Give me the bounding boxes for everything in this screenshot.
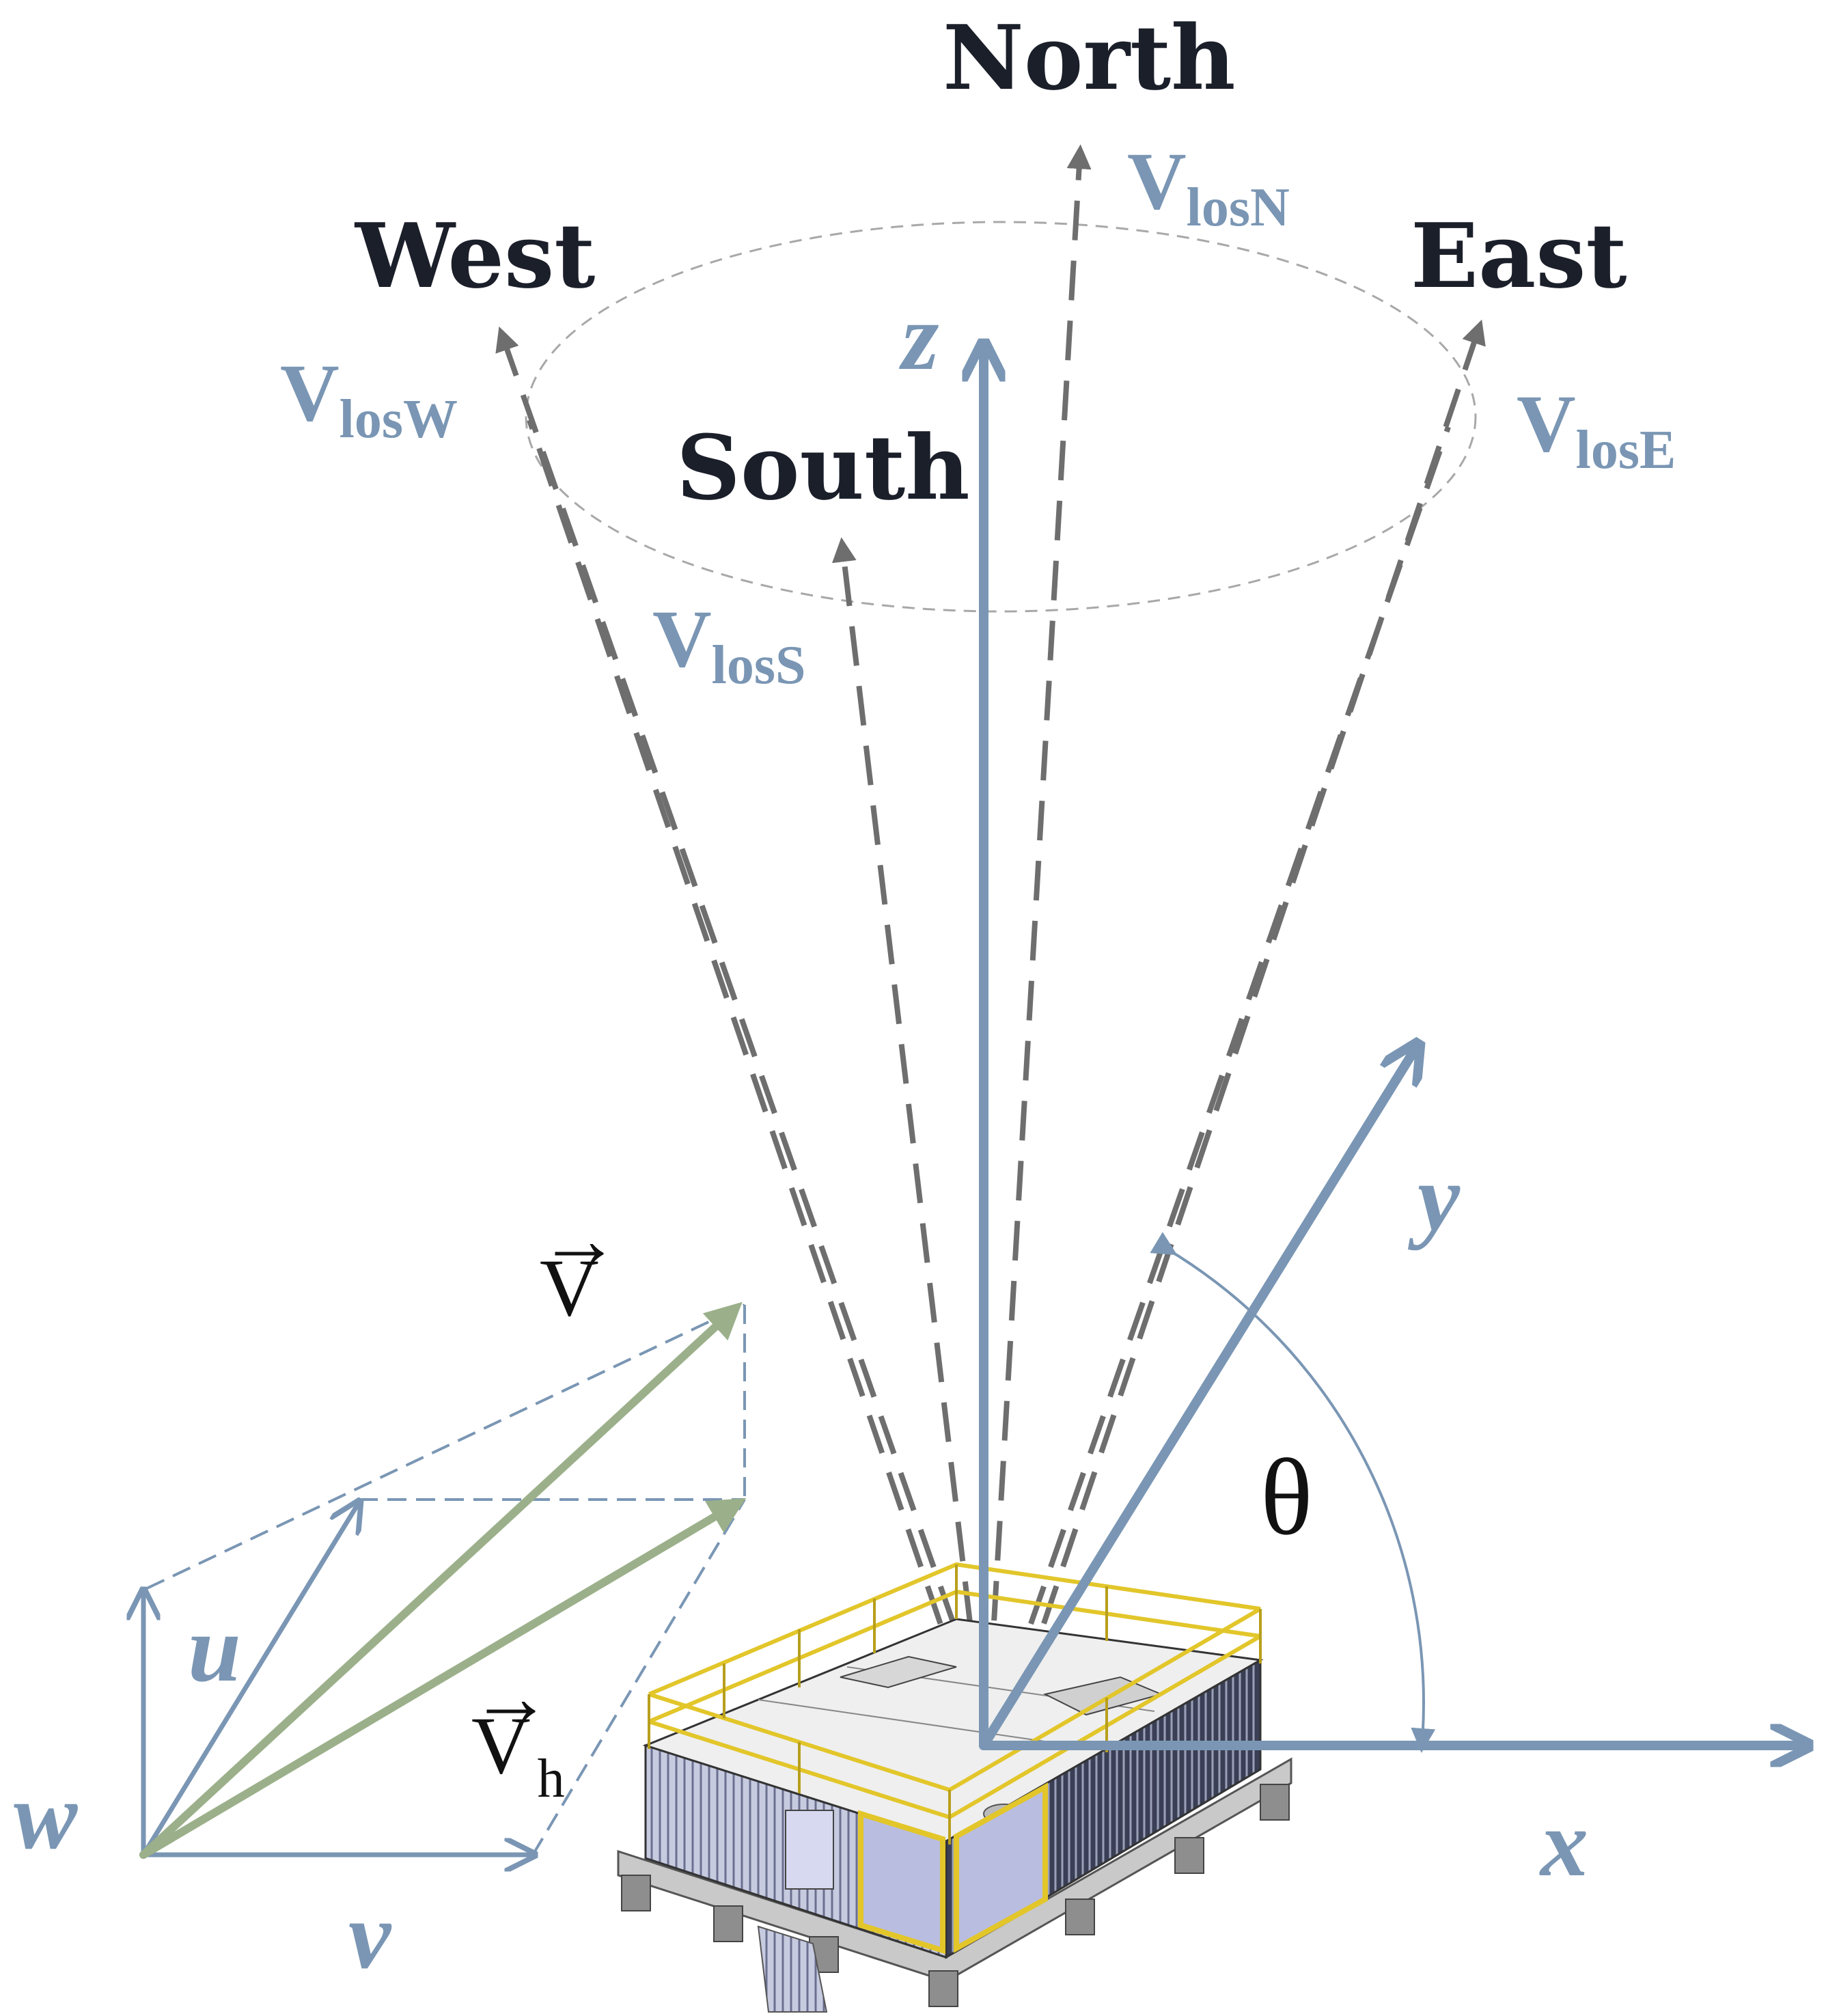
label-vlos-east: VlosE [1517,378,1676,480]
label-u: u [188,1596,241,1702]
v-vector [139,1301,743,1859]
label-w: w [14,1763,78,1869]
doors [858,1782,1048,1955]
label-east: East [1411,204,1627,308]
scan-ellipse [525,221,1477,613]
vh-vector [139,1498,747,1859]
label-south: South [676,415,970,520]
component-vectors [143,1503,533,1855]
theta-arc [1150,1232,1436,1753]
beam-west-outer [527,419,963,1682]
label-v: v [348,1883,392,1989]
label-vlos-west: VlosW [280,347,458,450]
lidar-station [617,1562,1292,2013]
beam-south [831,537,980,1681]
side-door [785,1810,834,1890]
roof-seams [758,1699,1073,1746]
vector-decomposition [139,1301,747,1859]
los-beams [495,144,1486,1682]
arrow-vh: → [470,1652,552,1743]
beam-north [988,144,1092,1681]
label-west: West [354,204,595,308]
label-y-axis: y [1407,1145,1461,1251]
label-v-vector: V [540,1242,599,1333]
arrow-v: → [538,1194,620,1285]
beam-west-inner [495,326,976,1682]
roof-hatch [840,1655,957,1689]
label-north: North [943,5,1236,110]
resultant-vectors [139,1301,747,1859]
u-component [141,1503,359,1858]
label-z-axis: z [899,284,939,390]
construction-lines [146,1303,746,1856]
label-theta: θ [1260,1436,1313,1558]
label-vlos-north: VlosN [1127,135,1290,238]
beam-east-outer [1008,426,1451,1682]
label-vlos-south: VlosS [652,593,806,695]
railing-posts [648,1564,1262,1845]
label-x-axis: x [1539,1791,1588,1896]
access-ramp [757,1925,828,2013]
beam-east-inner [1022,319,1486,1682]
